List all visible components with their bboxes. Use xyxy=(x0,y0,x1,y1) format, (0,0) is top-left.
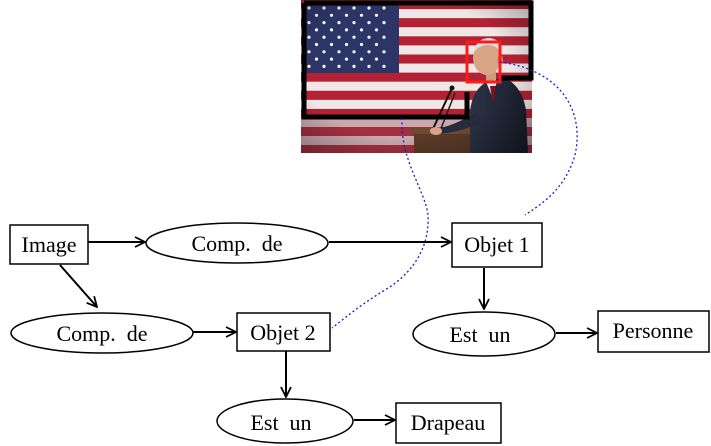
node-objet2: Objet 2 xyxy=(236,312,331,352)
person-region-connector xyxy=(499,61,578,216)
node-objet1-label: Objet 1 xyxy=(464,232,529,257)
node-comp-de-top-label: Comp. de xyxy=(191,231,282,256)
flag-region-connector xyxy=(331,117,429,329)
node-image: Image xyxy=(9,224,89,265)
node-drapeau: Drapeau xyxy=(395,402,502,444)
node-est-un-bottom-label: Est un xyxy=(250,410,311,435)
node-comp-de-top: Comp. de xyxy=(145,222,329,264)
node-objet2-label: Objet 2 xyxy=(250,320,315,345)
node-comp-de-bottom-label: Comp. de xyxy=(56,321,147,346)
photo xyxy=(301,0,532,153)
node-est-un-right-label: Est un xyxy=(449,322,510,347)
node-objet1: Objet 1 xyxy=(451,222,543,268)
diagram-edges xyxy=(59,242,597,420)
node-personne-label: Personne xyxy=(613,318,694,343)
node-est-un-bottom: Est un xyxy=(216,398,354,444)
node-comp-de-bottom: Comp. de xyxy=(10,312,194,354)
node-drapeau-label: Drapeau xyxy=(411,410,486,435)
flag-region-box xyxy=(301,0,534,120)
node-est-un-right: Est un xyxy=(412,311,556,357)
node-personne: Personne xyxy=(597,310,710,353)
node-image-label: Image xyxy=(22,232,77,257)
edge-image-to-comp-bottom xyxy=(59,264,97,307)
